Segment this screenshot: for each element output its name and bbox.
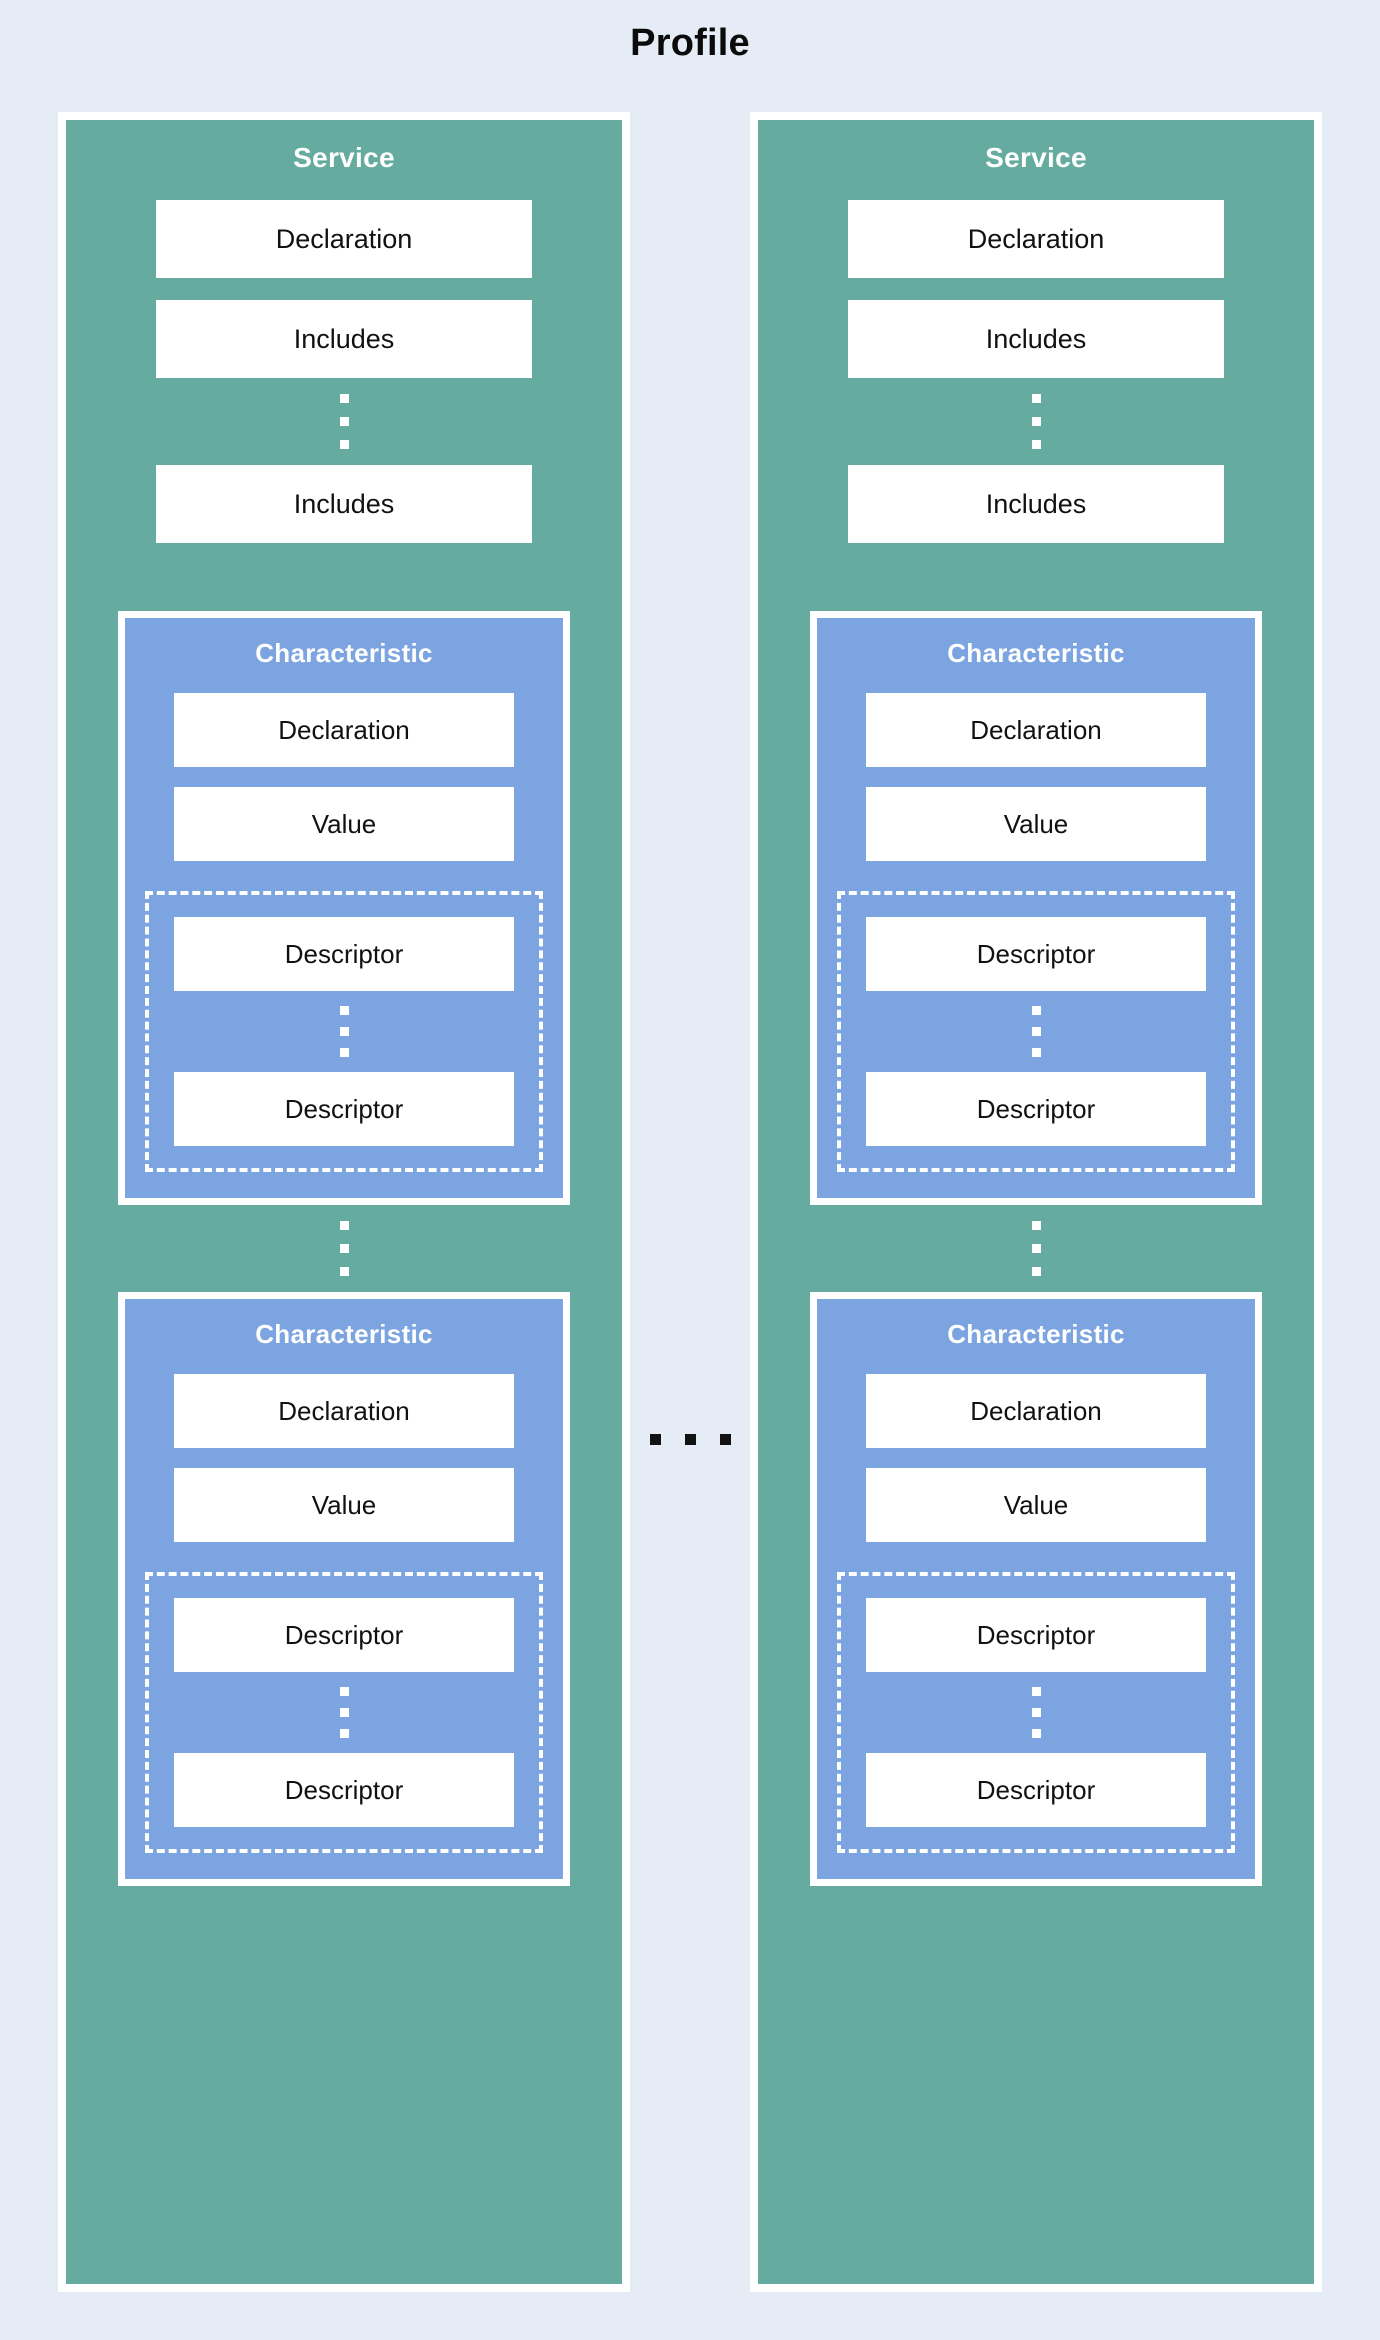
characteristic-declaration-left-1: Declaration	[174, 693, 514, 767]
page-title: Profile	[630, 22, 750, 64]
dot-icon	[1031, 1244, 1041, 1253]
service-body-left: Service Declaration Includes Includes Ch…	[66, 120, 622, 2284]
vertical-ellipsis-icon	[339, 1672, 349, 1753]
service-includes-first-right: Includes	[848, 300, 1224, 378]
dot-icon	[1031, 1006, 1041, 1015]
characteristic-title-left-1: Characteristic	[255, 638, 433, 668]
service-block-left: Service Declaration Includes Includes Ch…	[58, 112, 630, 2292]
dot-icon	[339, 440, 349, 449]
dot-icon	[339, 394, 349, 403]
columns-gap	[630, 112, 750, 2292]
characteristic-value-left-1: Value	[174, 787, 514, 861]
descriptor-group-right-2: Descriptor Descriptor	[837, 1572, 1235, 1853]
dot-icon	[719, 1434, 731, 1445]
service-declaration-left: Declaration	[156, 200, 532, 278]
dot-icon	[339, 417, 349, 426]
service-includes-first-left: Includes	[156, 300, 532, 378]
descriptor-last-right-1: Descriptor	[866, 1072, 1206, 1146]
dot-icon	[339, 1708, 349, 1717]
descriptor-first-right-2: Descriptor	[866, 1598, 1206, 1672]
dot-icon	[339, 1729, 349, 1738]
characteristic-body-right-2: Characteristic Declaration Value Descrip…	[817, 1299, 1255, 1879]
characteristic-body-right-1: Characteristic Declaration Value Descrip…	[817, 618, 1255, 1198]
vertical-ellipsis-icon	[339, 1205, 349, 1292]
characteristic-title-right-2: Characteristic	[947, 1319, 1125, 1349]
horizontal-ellipsis-icon	[630, 1434, 750, 1445]
characteristic-value-left-2: Value	[174, 1468, 514, 1542]
dot-icon	[1031, 1221, 1041, 1230]
service-body-right: Service Declaration Includes Includes Ch…	[758, 120, 1314, 2284]
dot-icon	[1031, 440, 1041, 449]
dot-icon	[684, 1434, 696, 1445]
characteristic-declaration-left-2: Declaration	[174, 1374, 514, 1448]
descriptor-group-left-2: Descriptor Descriptor	[145, 1572, 543, 1853]
service-columns: Service Declaration Includes Includes Ch…	[0, 112, 1380, 2292]
dot-icon	[1031, 1729, 1041, 1738]
dot-icon	[1031, 1027, 1041, 1036]
dot-icon	[339, 1027, 349, 1036]
dot-icon	[1031, 394, 1041, 403]
vertical-ellipsis-icon	[1031, 1205, 1041, 1292]
characteristic-block-left-1: Characteristic Declaration Value Descrip…	[118, 611, 570, 1205]
service-block-right: Service Declaration Includes Includes Ch…	[750, 112, 1322, 2292]
vertical-ellipsis-icon	[339, 378, 349, 465]
characteristic-title-left-2: Characteristic	[255, 1319, 433, 1349]
dot-icon	[339, 1221, 349, 1230]
service-title-right: Service	[985, 142, 1087, 173]
vertical-ellipsis-icon	[1031, 378, 1041, 465]
descriptor-group-right-1: Descriptor Descriptor	[837, 891, 1235, 1172]
descriptor-group-left-1: Descriptor Descriptor	[145, 891, 543, 1172]
characteristic-body-left-1: Characteristic Declaration Value Descrip…	[125, 618, 563, 1198]
characteristic-value-right-1: Value	[866, 787, 1206, 861]
service-title-left: Service	[293, 142, 395, 173]
dot-icon	[339, 1048, 349, 1057]
characteristic-declaration-right-1: Declaration	[866, 693, 1206, 767]
dot-icon	[339, 1244, 349, 1253]
descriptor-last-right-2: Descriptor	[866, 1753, 1206, 1827]
vertical-ellipsis-icon	[339, 991, 349, 1072]
characteristic-title-right-1: Characteristic	[947, 638, 1125, 668]
dot-icon	[1031, 1048, 1041, 1057]
descriptor-first-left-1: Descriptor	[174, 917, 514, 991]
dot-icon	[1031, 1708, 1041, 1717]
characteristic-body-left-2: Characteristic Declaration Value Descrip…	[125, 1299, 563, 1879]
descriptor-first-right-1: Descriptor	[866, 917, 1206, 991]
characteristic-declaration-right-2: Declaration	[866, 1374, 1206, 1448]
descriptor-first-left-2: Descriptor	[174, 1598, 514, 1672]
dot-icon	[649, 1434, 661, 1445]
service-includes-last-right: Includes	[848, 465, 1224, 543]
characteristic-block-right-1: Characteristic Declaration Value Descrip…	[810, 611, 1262, 1205]
dot-icon	[339, 1006, 349, 1015]
dot-icon	[339, 1267, 349, 1276]
characteristic-block-left-2: Characteristic Declaration Value Descrip…	[118, 1292, 570, 1886]
dot-icon	[339, 1687, 349, 1696]
characteristic-block-right-2: Characteristic Declaration Value Descrip…	[810, 1292, 1262, 1886]
service-declaration-right: Declaration	[848, 200, 1224, 278]
dot-icon	[1031, 417, 1041, 426]
dot-icon	[1031, 1687, 1041, 1696]
vertical-ellipsis-icon	[1031, 1672, 1041, 1753]
descriptor-last-left-1: Descriptor	[174, 1072, 514, 1146]
characteristic-value-right-2: Value	[866, 1468, 1206, 1542]
dot-icon	[1031, 1267, 1041, 1276]
service-includes-last-left: Includes	[156, 465, 532, 543]
descriptor-last-left-2: Descriptor	[174, 1753, 514, 1827]
vertical-ellipsis-icon	[1031, 991, 1041, 1072]
